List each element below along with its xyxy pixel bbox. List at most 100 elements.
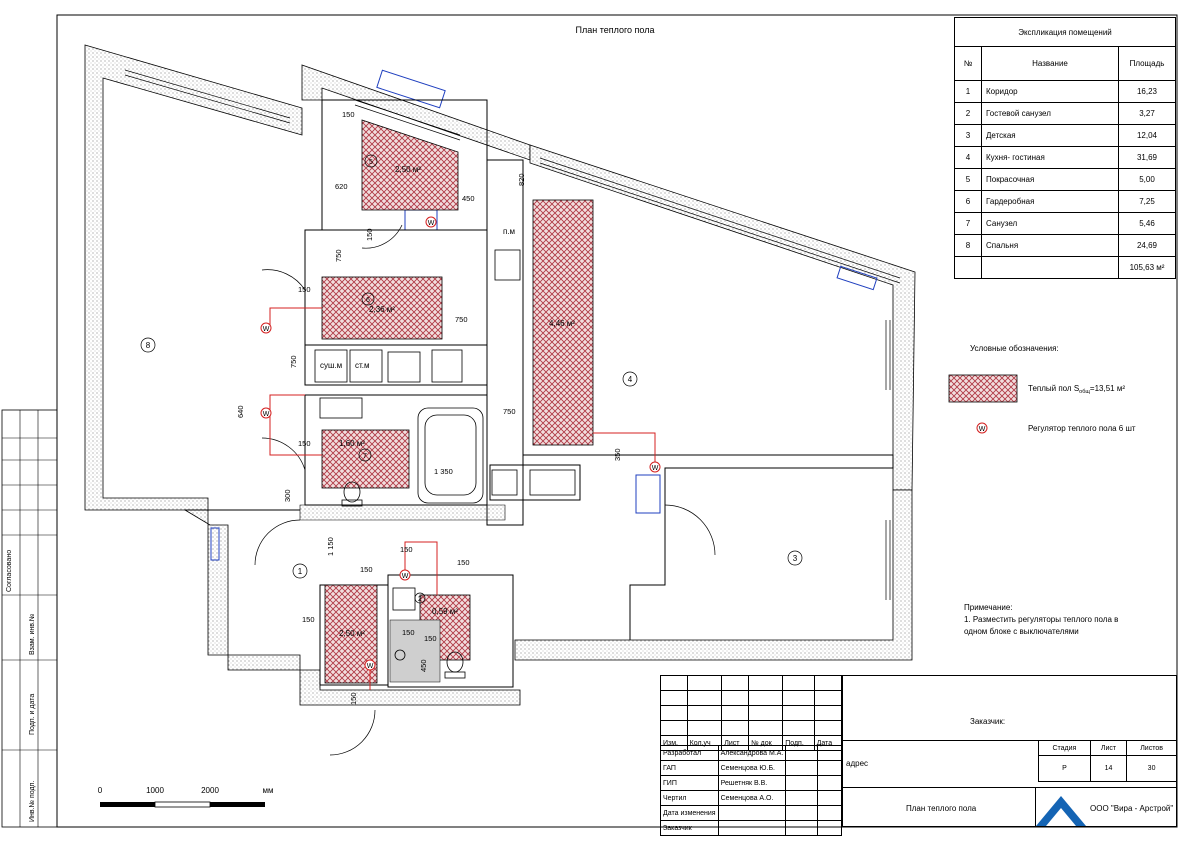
legend-regulator-label: Регулятор теплого пола 6 шт [1028,424,1136,433]
note-title: Примечание: [964,603,1013,612]
svg-text:150: 150 [402,628,415,637]
regulator-icon [260,407,272,419]
regulator-icon [425,216,437,228]
room-number: 6 [366,297,370,304]
svg-text:150: 150 [424,634,437,643]
heated-area-labels: 2,50 м² 2,36 м² 4,46 м² 1,60 м² 0,59 м² … [339,165,575,638]
svg-text:620: 620 [335,182,348,191]
svg-text:1000: 1000 [146,786,164,795]
exterior-walls [84,44,916,706]
radiator-right [836,265,878,291]
svg-text:150: 150 [298,439,311,448]
bathroom-tile-area [389,619,441,683]
legend-title: Условные обозначения: [970,344,1059,353]
note-line: 1. Разместить регуляторы теплого пола в [964,615,1118,624]
room-number: 5 [369,159,373,166]
room-number: 7 [363,453,367,460]
svg-text:750: 750 [334,249,343,262]
room-number: 1 [298,567,303,576]
svg-text:350: 350 [613,448,622,461]
svg-text:W: W [652,465,659,472]
room-number: 4 [628,375,633,384]
area-label: 4,46 м² [549,319,575,328]
room-number: 8 [146,341,151,350]
svg-text:150: 150 [349,692,358,705]
explication-title: Экспликация помещений [954,17,1176,47]
windows [124,69,901,600]
svg-text:820: 820 [517,173,526,186]
area-label: 2,50 м² [395,165,421,174]
legend-heated-swatch [948,374,1018,403]
legend-regulator-icon [976,422,988,434]
regulator-icon [260,322,272,334]
dryer [314,349,348,383]
fixtures [314,249,576,679]
table-total-row: 105,63 м² [954,256,1176,279]
svg-text:W: W [367,663,374,670]
heated-zones [321,119,594,684]
wall-left-bedroom [84,44,303,511]
svg-text:Согласовано: Согласовано [6,550,13,592]
room-markers: 1 2 3 4 5 6 7 8 [140,154,803,604]
shower-drain [394,649,406,661]
heated-zone-6 [321,276,443,340]
svg-text:Подп. и дата: Подп. и дата [29,694,36,735]
svg-text:W: W [428,220,435,227]
sheet-name: План теплого пола [906,804,977,813]
note-line: одном блоке с выключателями [964,627,1079,636]
sink-6 [387,351,421,383]
svg-text:750: 750 [289,355,298,368]
svg-text:450: 450 [462,194,475,203]
wall-corridor-strip [299,504,506,521]
area-label: 2,36 м² [369,305,395,314]
sink-pm [494,249,521,281]
company-logo-icon [1036,796,1086,826]
radiator-corridor [210,527,220,561]
drawing-title: План теплого пола [576,25,655,35]
regulator-icon [399,569,411,581]
side-stamp: Согласовано Взам. инв.№ Подп. и дата Инв… [1,409,58,828]
doors [254,224,716,756]
svg-text:150: 150 [360,565,373,574]
area-label: 1,60 м² [339,439,365,448]
svg-text:W: W [263,326,270,333]
svg-text:Инв.№ подп.: Инв.№ подп. [29,781,36,822]
svg-text:мм: мм [263,786,274,795]
customer-label: Заказчик: [970,717,1006,726]
toilet-7 [343,481,361,503]
fixture-label: суш.м [320,361,342,370]
svg-text:1 350: 1 350 [434,467,453,476]
room-number: 3 [793,554,798,563]
explication-table: Экспликация помещений № Название Площадь… [954,17,1176,279]
svg-text:150: 150 [302,615,315,624]
regulators: W W W W W W [260,216,661,690]
sink-2 [392,587,416,611]
radiator-kitchen [635,474,661,514]
scale-bar: 0 1000 2000 мм [98,786,274,808]
sink-7 [319,397,363,419]
svg-text:Взам. инв.№: Взам. инв.№ [29,614,36,655]
svg-text:150: 150 [457,558,470,567]
regulator-icon [649,461,661,473]
svg-text:640: 640 [236,405,245,418]
regulator-icon [364,659,376,671]
company-name: ООО "Вира - Арстрой" [1090,804,1174,813]
area-label: 2,50 м² [339,629,365,638]
svg-text:W: W [402,573,409,580]
fixture-label: ст.м [355,361,370,370]
svg-text:750: 750 [455,315,468,324]
heated-zone-7 [321,429,410,489]
bathtub [417,407,484,504]
fixture-label: п.м [503,227,515,236]
svg-text:300: 300 [283,489,292,502]
legend-heated-label: Теплый пол Sобщ=13,51 м² [1028,384,1125,395]
